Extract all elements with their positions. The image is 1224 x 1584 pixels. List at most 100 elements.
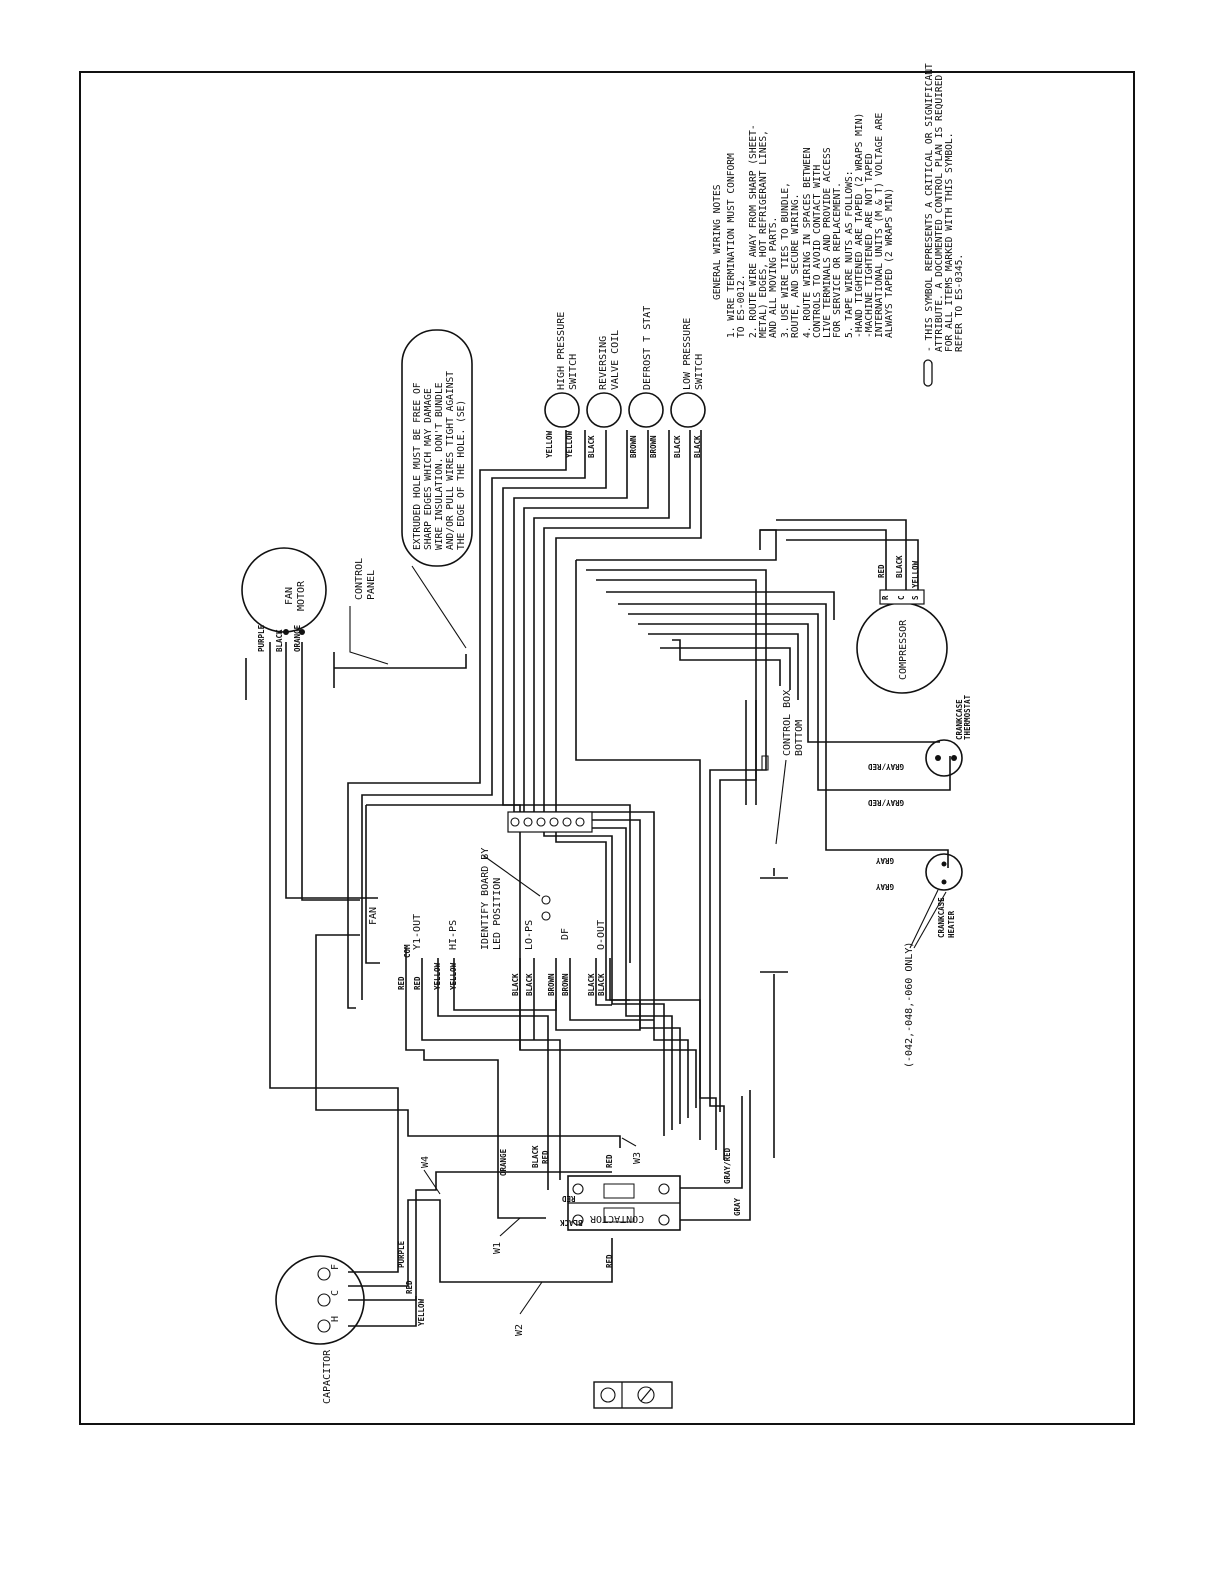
wire-label: PURPLE bbox=[397, 1240, 406, 1268]
callout-line-1: EXTRUDED HOLE MUST BE FREE OF bbox=[412, 382, 423, 550]
capacitor-terminal-c: C bbox=[330, 1290, 341, 1296]
terminal-o-out: O-OUT bbox=[596, 920, 607, 950]
fan-motor: FAN MOTOR bbox=[241, 547, 327, 635]
fan-motor-label-2: MOTOR bbox=[296, 580, 307, 611]
wire-label: BLACK bbox=[895, 555, 904, 578]
defrost-control-board: IDENTIFY BOARD BY LED POSITION FAN Y1-OU… bbox=[368, 811, 607, 958]
terminal-y1-out: Y1-OUT bbox=[412, 914, 423, 950]
terminal-df: DF bbox=[560, 928, 571, 940]
callout-line-3: WIRE INSULATION. DON'T BUNDLE bbox=[434, 382, 445, 550]
compressor-terminal-r: R bbox=[881, 595, 890, 600]
terminal-com: COM bbox=[403, 944, 412, 958]
note-line: METAL) EDGES, HOT REFRIGERANT LINES, bbox=[758, 130, 769, 338]
note-line: FOR ALL ITEMS MARKED WITH THIS SYMBOL. bbox=[944, 133, 955, 353]
capacitor-terminal-h: H bbox=[330, 1316, 341, 1322]
crankcase-heater-label-2: HEATER bbox=[947, 910, 956, 938]
high-pressure-switch: HIGH PRESSURE SWITCH bbox=[544, 312, 580, 428]
wire-label: GRAY/RED bbox=[723, 1147, 732, 1184]
terminal-hi-ps: HI-PS bbox=[448, 920, 459, 950]
wire-label: RED bbox=[605, 1254, 614, 1268]
note-line: 5. TAPE WIRE NUTS AS FOLLOWS: bbox=[844, 170, 855, 338]
fan-motor-label-1: FAN bbox=[284, 587, 295, 605]
wire-label: PURPLE bbox=[257, 624, 266, 652]
low-pressure-switch: LOW PRESSURE SWITCH bbox=[670, 318, 706, 428]
note-line: LIVE TERMINALS AND PROVIDE ACCESS bbox=[822, 147, 833, 338]
terminal-fan: FAN bbox=[368, 907, 379, 925]
wire-label: ORANGE bbox=[499, 1148, 508, 1176]
identify-board-label-2: LED POSITION bbox=[492, 878, 503, 950]
note-line: 4. ROUTE WIRING IN SPACES BETWEEN bbox=[802, 147, 813, 338]
compressor: R C S COMPRESSOR bbox=[856, 589, 948, 694]
control-panel-label-2: PANEL bbox=[366, 570, 377, 600]
general-wiring-notes: GENERAL WIRING NOTES 1. WIRE TERMINATION… bbox=[712, 63, 965, 352]
wire-label: BROWN bbox=[629, 435, 638, 458]
wire-id-w1: W1 bbox=[492, 1242, 503, 1254]
wire-label: RED bbox=[405, 1280, 414, 1294]
capacitor-label: CAPACITOR bbox=[322, 1349, 333, 1404]
callout-line-4: AND/OR PULL WIRES TIGHT AGAINST bbox=[445, 371, 456, 550]
defrost-t-stat: DEFROST T STAT bbox=[628, 306, 664, 428]
note-line: INTERNATIONAL UNITS (M & T) VOLTAGE ARE bbox=[874, 113, 885, 338]
drawing-border bbox=[79, 71, 1135, 1425]
wire-label: YELLOW bbox=[449, 962, 458, 990]
identify-board-label-1: IDENTIFY BOARD BY bbox=[480, 848, 491, 950]
wire-label: BLACK bbox=[525, 973, 534, 996]
wire-label: BROWN bbox=[547, 973, 556, 996]
critical-symbol bbox=[923, 359, 933, 387]
control-box-label-1: CONTROL BOX bbox=[782, 690, 793, 756]
note-line: TO ES-0012. bbox=[736, 274, 747, 338]
low-pressure-label-2: SWITCH bbox=[694, 354, 705, 390]
wire-label: RED bbox=[413, 976, 422, 990]
wire-label: BLACK bbox=[531, 1145, 540, 1168]
wire-id-w4: W4 bbox=[420, 1156, 431, 1168]
heater-note: (-042,-048,-060 ONLY) bbox=[904, 942, 915, 1068]
wire-label: BLACK bbox=[511, 973, 520, 996]
wire-label: BLACK bbox=[275, 629, 284, 652]
wire-label: BLACK bbox=[673, 435, 682, 458]
wire-label: GRAY bbox=[876, 882, 895, 891]
reversing-valve-label-2: VALVE COIL bbox=[610, 330, 621, 390]
note-line: -HAND TIGHTENED ARE TAPED (2 WRAPS MIN) bbox=[854, 113, 865, 338]
wire-label: RED bbox=[877, 564, 886, 578]
note-line: 3. USE WIRE TIES TO BUNDLE, bbox=[780, 182, 791, 338]
note-line: ATTRIBUTE. A DOCUMENTED CONTROL PLAN IS … bbox=[934, 75, 945, 352]
wire-label: YELLOW bbox=[433, 962, 442, 990]
control-box-label-2: BOTTOM bbox=[794, 720, 805, 756]
wire-label: BLACK bbox=[597, 973, 606, 996]
extruded-hole-callout: EXTRUDED HOLE MUST BE FREE OF SHARP EDGE… bbox=[401, 329, 473, 649]
wire-label: YELLOW bbox=[417, 1298, 426, 1326]
crankcase-thermostat-label-1: CRANKCASE bbox=[955, 699, 964, 740]
high-pressure-label-2: SWITCH bbox=[568, 354, 579, 390]
ground-terminal-block bbox=[593, 1381, 673, 1409]
note-line: ROUTE, AND SECURE WIRING. bbox=[790, 194, 801, 338]
wire-label: RED bbox=[562, 1194, 576, 1203]
compressor-label: COMPRESSOR bbox=[898, 619, 909, 680]
wire-label: BROWN bbox=[649, 435, 658, 458]
crankcase-thermostat-label-2: THERMOSTAT bbox=[963, 694, 972, 740]
wire-label: YELLOW bbox=[911, 560, 920, 588]
crankcase-heater-label-1: CRANKCASE bbox=[937, 897, 946, 938]
wire-label: GRAY/RED bbox=[868, 762, 905, 771]
capacitor: H C F CAPACITOR bbox=[275, 1255, 365, 1404]
note-line: AND ALL MOVING PARTS. bbox=[768, 217, 779, 338]
wire-label: GRAY/RED bbox=[868, 798, 905, 807]
wire-label: GRAY bbox=[733, 1197, 742, 1216]
wire-harness bbox=[245, 430, 951, 1327]
wire-label: BLACK bbox=[587, 435, 596, 458]
control-panel-callout: CONTROL PANEL bbox=[349, 558, 389, 665]
note-line: - THIS SYMBOL REPRESENTS A CRITICAL OR S… bbox=[924, 63, 935, 352]
wire-label: YELLOW bbox=[545, 430, 554, 458]
reversing-valve-coil: REVERSING VALVE COIL bbox=[586, 330, 622, 428]
control-panel-label-1: CONTROL bbox=[354, 558, 365, 600]
wire-label: RED bbox=[397, 976, 406, 990]
wire-label: RED bbox=[541, 1150, 550, 1164]
note-line: -MACHINE TIGHTENED ARE NOT TAPED bbox=[864, 153, 875, 338]
note-line: CONTROLS TO AVOID CONTACT WITH bbox=[812, 164, 823, 338]
wire-label: BLACK bbox=[560, 1218, 583, 1227]
wire-id-w3: W3 bbox=[632, 1152, 643, 1164]
capacitor-terminal-f: F bbox=[330, 1264, 341, 1270]
wire-id-w2: W2 bbox=[514, 1324, 525, 1336]
note-line: 1. WIRE TERMINATION MUST CONFORM bbox=[726, 153, 737, 338]
wire-label: BLACK bbox=[693, 435, 702, 458]
